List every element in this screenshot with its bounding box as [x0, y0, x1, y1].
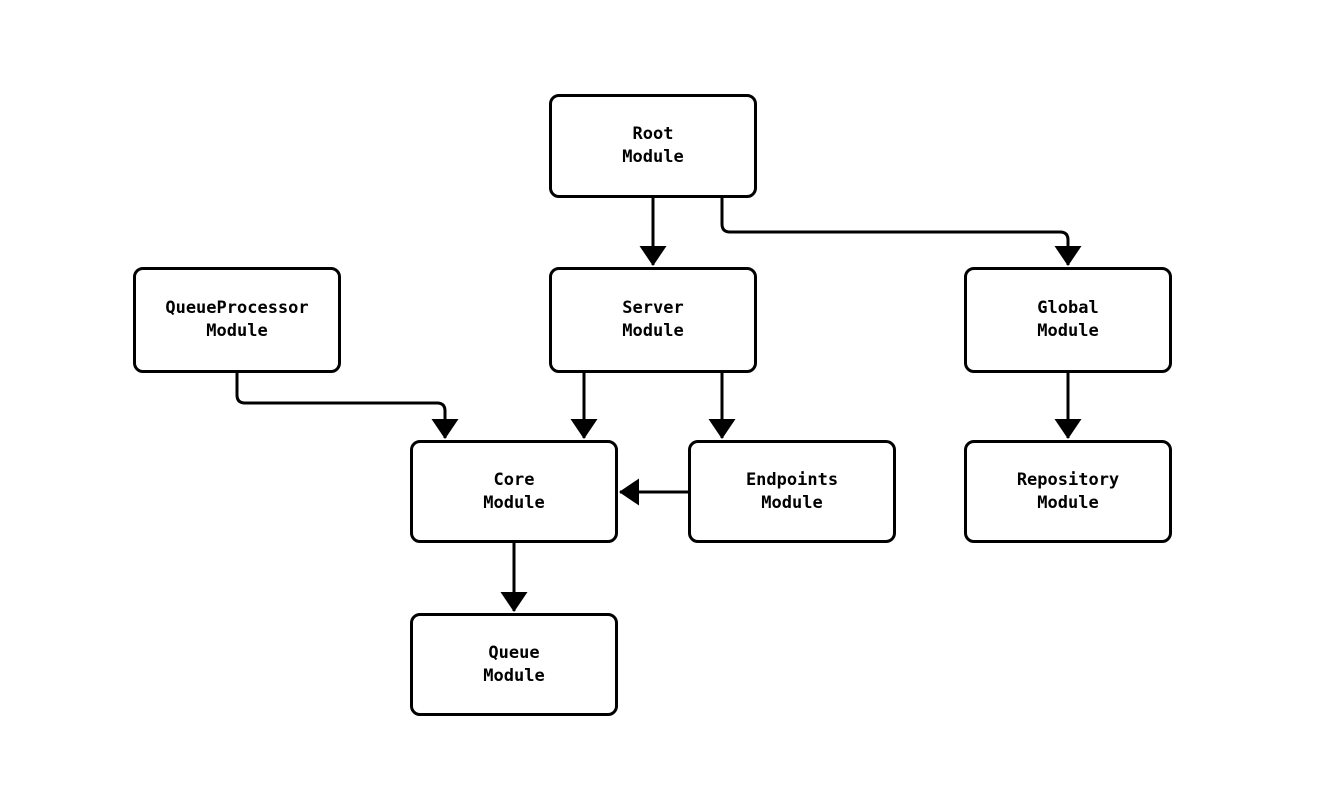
- node-label-line1: QueueProcessor: [165, 298, 309, 318]
- node-label-line1: Endpoints: [745, 469, 839, 490]
- node-label-line2: Module: [761, 492, 823, 513]
- node-label-line1: Queue: [488, 642, 540, 663]
- node-label-line1: Global: [1037, 298, 1099, 318]
- node-label-line2: Module: [206, 321, 268, 341]
- edge-root-to-global: [720, 198, 1082, 266]
- node-label-line1: Server: [622, 298, 684, 318]
- node-root-module: Root Module: [549, 94, 757, 198]
- node-global-module: Global Module: [964, 267, 1172, 373]
- node-label-line1: Core: [493, 469, 535, 490]
- node-server-module: Server Module: [549, 267, 757, 373]
- node-queue-module: Queue Module: [410, 613, 618, 716]
- node-label-line2: Module: [1037, 492, 1099, 513]
- node-label-line2: Module: [1037, 321, 1099, 341]
- node-label-line2: Module: [622, 321, 684, 341]
- node-label-line2: Module: [483, 665, 545, 686]
- node-label-line2: Module: [483, 492, 545, 513]
- node-repository-module: Repository Module: [964, 440, 1172, 543]
- node-queueprocessor-module: QueueProcessor Module: [133, 267, 341, 373]
- edge-queueprocessor-to-core: [235, 373, 459, 439]
- node-endpoints-module: Endpoints Module: [688, 440, 896, 543]
- node-label-line1: Repository: [1016, 469, 1120, 490]
- node-label-line2: Module: [622, 147, 684, 167]
- node-label-line1: Root: [632, 124, 674, 144]
- node-core-module: Core Module: [410, 440, 618, 543]
